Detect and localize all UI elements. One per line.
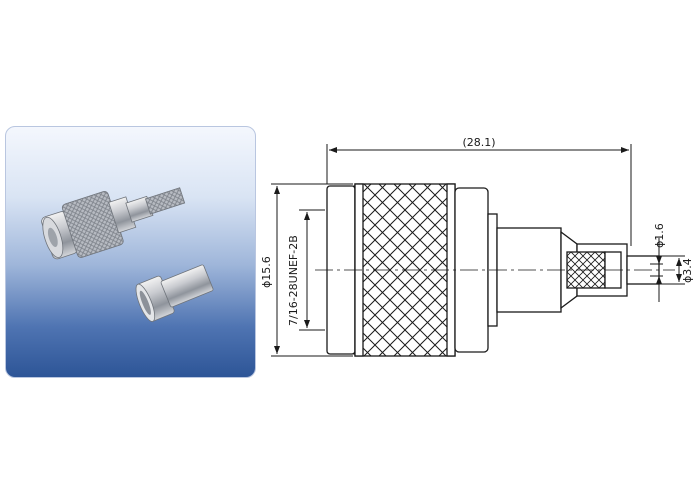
thread-spec-label: 7/16-28UNEF-2B <box>287 235 300 326</box>
product-photo-panel <box>5 126 256 378</box>
connector-plug <box>41 187 186 260</box>
drawing-canvas: (28.1) <box>271 136 685 357</box>
ferrule-diameter-label: ϕ3.4 <box>681 258 694 283</box>
pin-diameter-label: ϕ1.6 <box>653 223 666 248</box>
technical-drawing: (28.1) ϕ15.6 7/16-28UNEF-2B ϕ1.6 ϕ3.4 <box>255 120 700 380</box>
body-diameter-dimension <box>271 183 353 357</box>
thread-dimension <box>299 209 325 331</box>
connector-photo-illustration <box>41 187 214 322</box>
small-diameter-dimensions <box>635 238 685 302</box>
crimp-ferrule <box>135 264 214 322</box>
overall-length-dimension <box>326 144 632 246</box>
overall-length-label: (28.1) <box>462 136 495 149</box>
coupling-nut <box>326 183 489 357</box>
body-diameter-label: ϕ15.6 <box>260 256 273 288</box>
